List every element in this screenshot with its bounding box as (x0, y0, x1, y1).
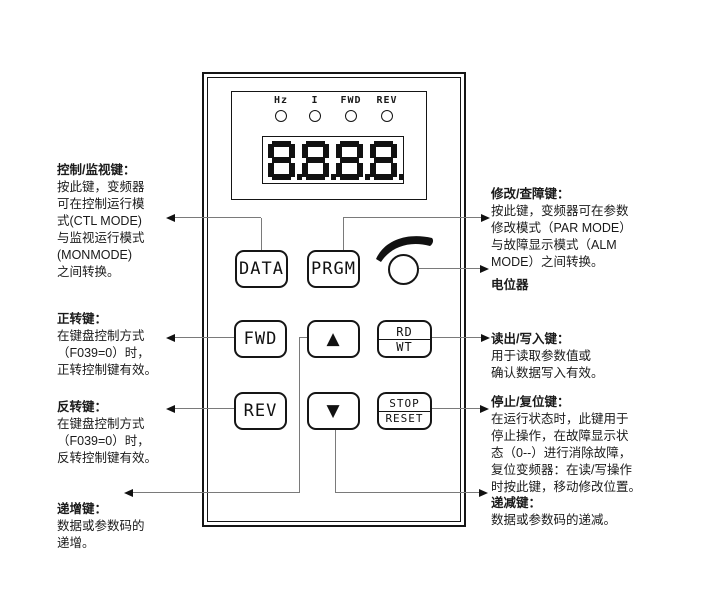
note-title: 反转键： (57, 400, 108, 414)
indicator-fwd-label: FWD (340, 95, 362, 106)
connector-line (335, 492, 479, 493)
fwd-button[interactable]: FWD (234, 320, 287, 358)
stop-reset-button[interactable]: STOP RESET (377, 392, 432, 430)
fwd-button-label: FWD (243, 329, 278, 349)
arrowhead-right-icon (481, 214, 490, 222)
seven-segment-display (262, 136, 404, 184)
prgm-button-label: PRGM (311, 259, 356, 279)
connector-line (343, 218, 344, 250)
note-title: 停止/复位键： (491, 395, 570, 409)
rev-led-icon (381, 110, 393, 122)
arrowhead-right-icon (479, 489, 488, 497)
connector-line (299, 337, 300, 493)
note-body: 数据或参数码的 递增。 (57, 519, 145, 550)
arrowhead-right-icon (480, 265, 489, 273)
connector-line (432, 408, 480, 409)
rev-button-label: REV (243, 401, 278, 421)
note-title: 读出/写入键： (491, 332, 570, 346)
connector-line (419, 268, 480, 269)
note-potentiometer: 电位器 (491, 260, 701, 311)
connector-line (175, 408, 234, 409)
connector-line (175, 217, 261, 218)
arrowhead-left-icon (166, 334, 175, 342)
connector-line (335, 430, 336, 493)
down-button[interactable]: ▼ (307, 392, 360, 430)
knob-rotation-arrow-icon (376, 236, 434, 262)
arrowhead-right-icon (480, 405, 489, 413)
note-body: 数据或参数码的递减。 (491, 513, 617, 527)
note-ctl-monitor-key: 控制/监视键： 按此键，变频器 可在控制运行模 式(CTL MODE) 与监视运行… (57, 145, 187, 281)
note-title: 递增键： (57, 502, 108, 516)
up-button[interactable]: ▲ (307, 320, 360, 358)
i-led-icon (309, 110, 321, 122)
note-body: 按此键，变频器可在参数 修改模式（PAR MODE） 与故障显示模式（ALM M… (491, 204, 632, 269)
arrowhead-left-icon (166, 214, 175, 222)
note-body: 用于读取参数值或 确认数据写入有效。 (491, 349, 604, 380)
note-title: 控制/监视键： (57, 163, 136, 177)
note-body: 按此键，变频器 可在控制运行模 式(CTL MODE) 与监视运行模式 (MON… (57, 180, 145, 279)
indicator-fwd: FWD (334, 95, 368, 127)
note-reverse-key: 反转键： 在键盘控制方式 （F039=0）时， 反转控制键有效。 (57, 382, 187, 467)
connector-line (299, 337, 307, 338)
indicator-hz: Hz (264, 95, 298, 127)
connector-line (343, 217, 481, 218)
indicator-rev: REV (370, 95, 404, 127)
note-decrement-key: 递减键： 数据或参数码的递减。 (491, 478, 701, 529)
connector-line (432, 337, 481, 338)
note-increment-key: 递增键： 数据或参数码的 递增。 (57, 484, 187, 552)
indicator-i: I (298, 95, 332, 127)
indicator-i-label: I (311, 95, 319, 106)
stop-label: STOP (379, 397, 430, 412)
fwd-led-icon (345, 110, 357, 122)
rev-button[interactable]: REV (234, 392, 287, 430)
note-title: 电位器 (491, 278, 529, 292)
connector-line (133, 492, 299, 493)
note-forward-key: 正转键： 在键盘控制方式 （F039=0）时， 正转控制键有效。 (57, 294, 187, 379)
up-arrow-icon: ▲ (326, 329, 341, 349)
arrowhead-left-icon (124, 489, 133, 497)
down-arrow-icon: ▼ (326, 401, 341, 421)
data-button-label: DATA (239, 259, 284, 279)
wt-label: WT (396, 339, 413, 354)
note-body: 在运行状态时，此键用于 停止操作，在故障显示状 态（0--）进行消除故障， 复位… (491, 412, 642, 494)
arrowhead-right-icon (481, 334, 490, 342)
connector-line (175, 337, 234, 338)
connector-line (261, 218, 262, 250)
indicator-rev-label: REV (376, 95, 398, 106)
indicator-hz-label: Hz (273, 95, 289, 106)
note-body: 在键盘控制方式 （F039=0）时， 正转控制键有效。 (57, 329, 158, 377)
arrowhead-left-icon (166, 405, 175, 413)
potentiometer-knob[interactable] (388, 254, 419, 285)
note-title: 修改/查障键： (491, 187, 570, 201)
note-body: 在键盘控制方式 （F039=0）时， 反转控制键有效。 (57, 417, 158, 465)
rd-wt-button[interactable]: RD WT (377, 320, 432, 358)
note-title: 正转键： (57, 312, 108, 326)
hz-led-icon (275, 110, 287, 122)
note-modify-fault-key: 修改/查障键： 按此键，变频器可在参数 修改模式（PAR MODE） 与故障显示模… (491, 169, 701, 271)
note-stop-reset-key: 停止/复位键： 在运行状态时，此键用于 停止操作，在故障显示状 态（0--）进行消… (491, 377, 703, 496)
reset-label: RESET (385, 411, 424, 425)
data-button[interactable]: DATA (235, 250, 288, 288)
note-read-write-key: 读出/写入键： 用于读取参数值或 确认数据写入有效。 (491, 314, 701, 382)
note-title: 递减键： (491, 496, 542, 510)
prgm-button[interactable]: PRGM (307, 250, 360, 288)
rd-label: RD (379, 325, 430, 340)
